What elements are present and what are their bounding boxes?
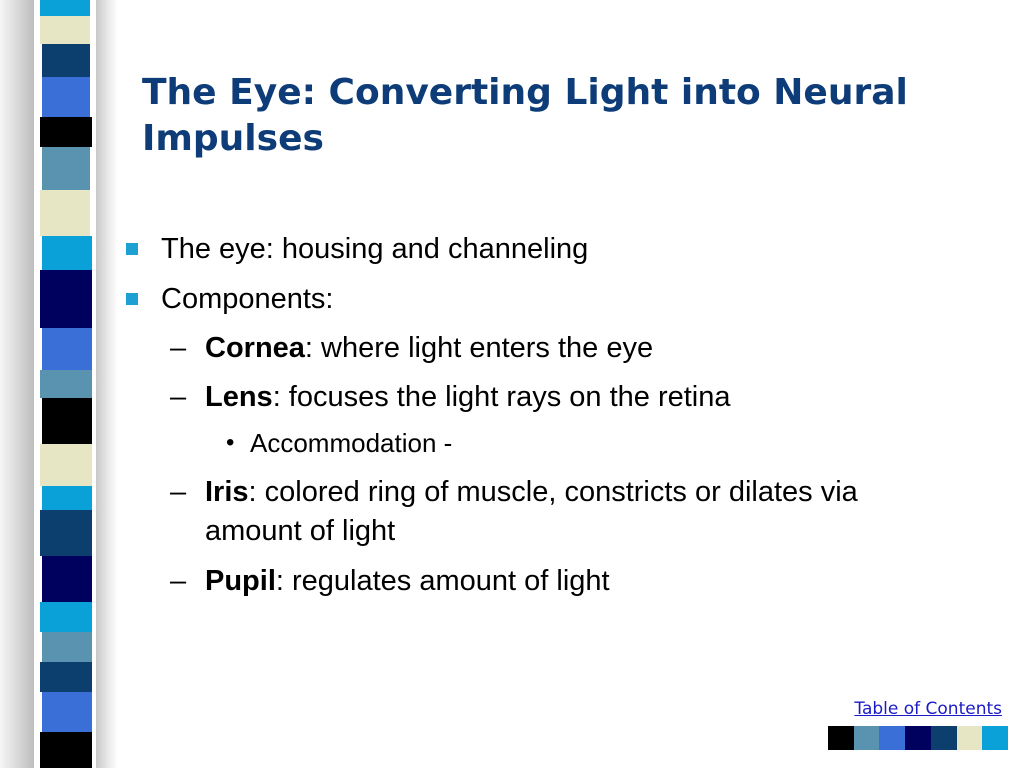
component-term: Lens <box>205 381 273 413</box>
dash-bullet-icon: – <box>170 381 187 413</box>
component-term: Iris <box>205 476 249 508</box>
strip-block <box>40 0 90 16</box>
strip-block <box>42 398 92 444</box>
strip-blocks <box>34 0 96 768</box>
footer-strip-block <box>828 726 854 750</box>
component-item: Cornea: where light enters the eye <box>205 331 653 365</box>
bullet-item: Components: <box>161 283 334 315</box>
component-desc-continued: amount of light <box>205 515 396 547</box>
bullet-item: The eye: housing and channeling <box>161 233 589 265</box>
dot-bullet-icon: • <box>226 429 235 456</box>
decorative-side-strip <box>0 0 118 768</box>
footer-strip-block <box>956 726 983 750</box>
square-bullet-icon <box>126 293 138 305</box>
component-desc: : focuses the light rays on the retina <box>272 381 731 413</box>
strip-block <box>42 77 90 117</box>
strip-block <box>40 270 92 328</box>
footer-color-strip <box>828 726 1009 750</box>
strip-block <box>40 602 92 632</box>
strip-block <box>40 370 92 398</box>
strip-block <box>40 662 92 692</box>
slide-title: The Eye: Converting Light into Neural Im… <box>142 72 908 159</box>
component-desc: : colored ring of muscle, constricts or … <box>248 476 858 508</box>
component-desc: : where light enters the eye <box>304 332 654 364</box>
footer-strip-block <box>982 726 1009 750</box>
strip-block <box>42 328 92 370</box>
footer-strip-block <box>930 726 957 750</box>
strip-block <box>40 444 92 486</box>
strip-block <box>40 190 90 236</box>
component-item: Pupil: regulates amount of light <box>205 564 610 598</box>
sub-bullet-item: Accommodation - <box>250 428 453 458</box>
strip-block <box>42 632 92 662</box>
strip-block <box>42 486 92 510</box>
component-desc: : regulates amount of light <box>275 565 610 597</box>
strip-block <box>40 16 90 44</box>
strip-shadow-right <box>96 0 118 768</box>
strip-block <box>42 692 92 732</box>
strip-block <box>42 236 92 270</box>
footer-strip-block <box>853 726 880 750</box>
dash-bullet-icon: – <box>170 565 187 597</box>
strip-block <box>40 117 92 147</box>
strip-block <box>42 556 92 602</box>
footer-strip-block <box>879 726 906 750</box>
component-term: Pupil <box>205 565 276 597</box>
strip-block <box>40 732 92 768</box>
component-term: Cornea <box>205 332 305 364</box>
component-item: Lens: focuses the light rays on the reti… <box>205 380 731 414</box>
strip-shadow-left <box>0 0 34 768</box>
strip-block <box>40 510 92 556</box>
square-bullet-icon <box>126 243 138 255</box>
strip-block <box>42 44 90 77</box>
strip-block <box>42 147 90 190</box>
dash-bullet-icon: – <box>170 332 187 364</box>
footer-strip-block <box>905 726 931 750</box>
component-item: Iris: colored ring of muscle, constricts… <box>205 475 858 509</box>
table-of-contents-link[interactable]: Table of Contents <box>854 699 1002 719</box>
dash-bullet-icon: – <box>170 476 187 508</box>
